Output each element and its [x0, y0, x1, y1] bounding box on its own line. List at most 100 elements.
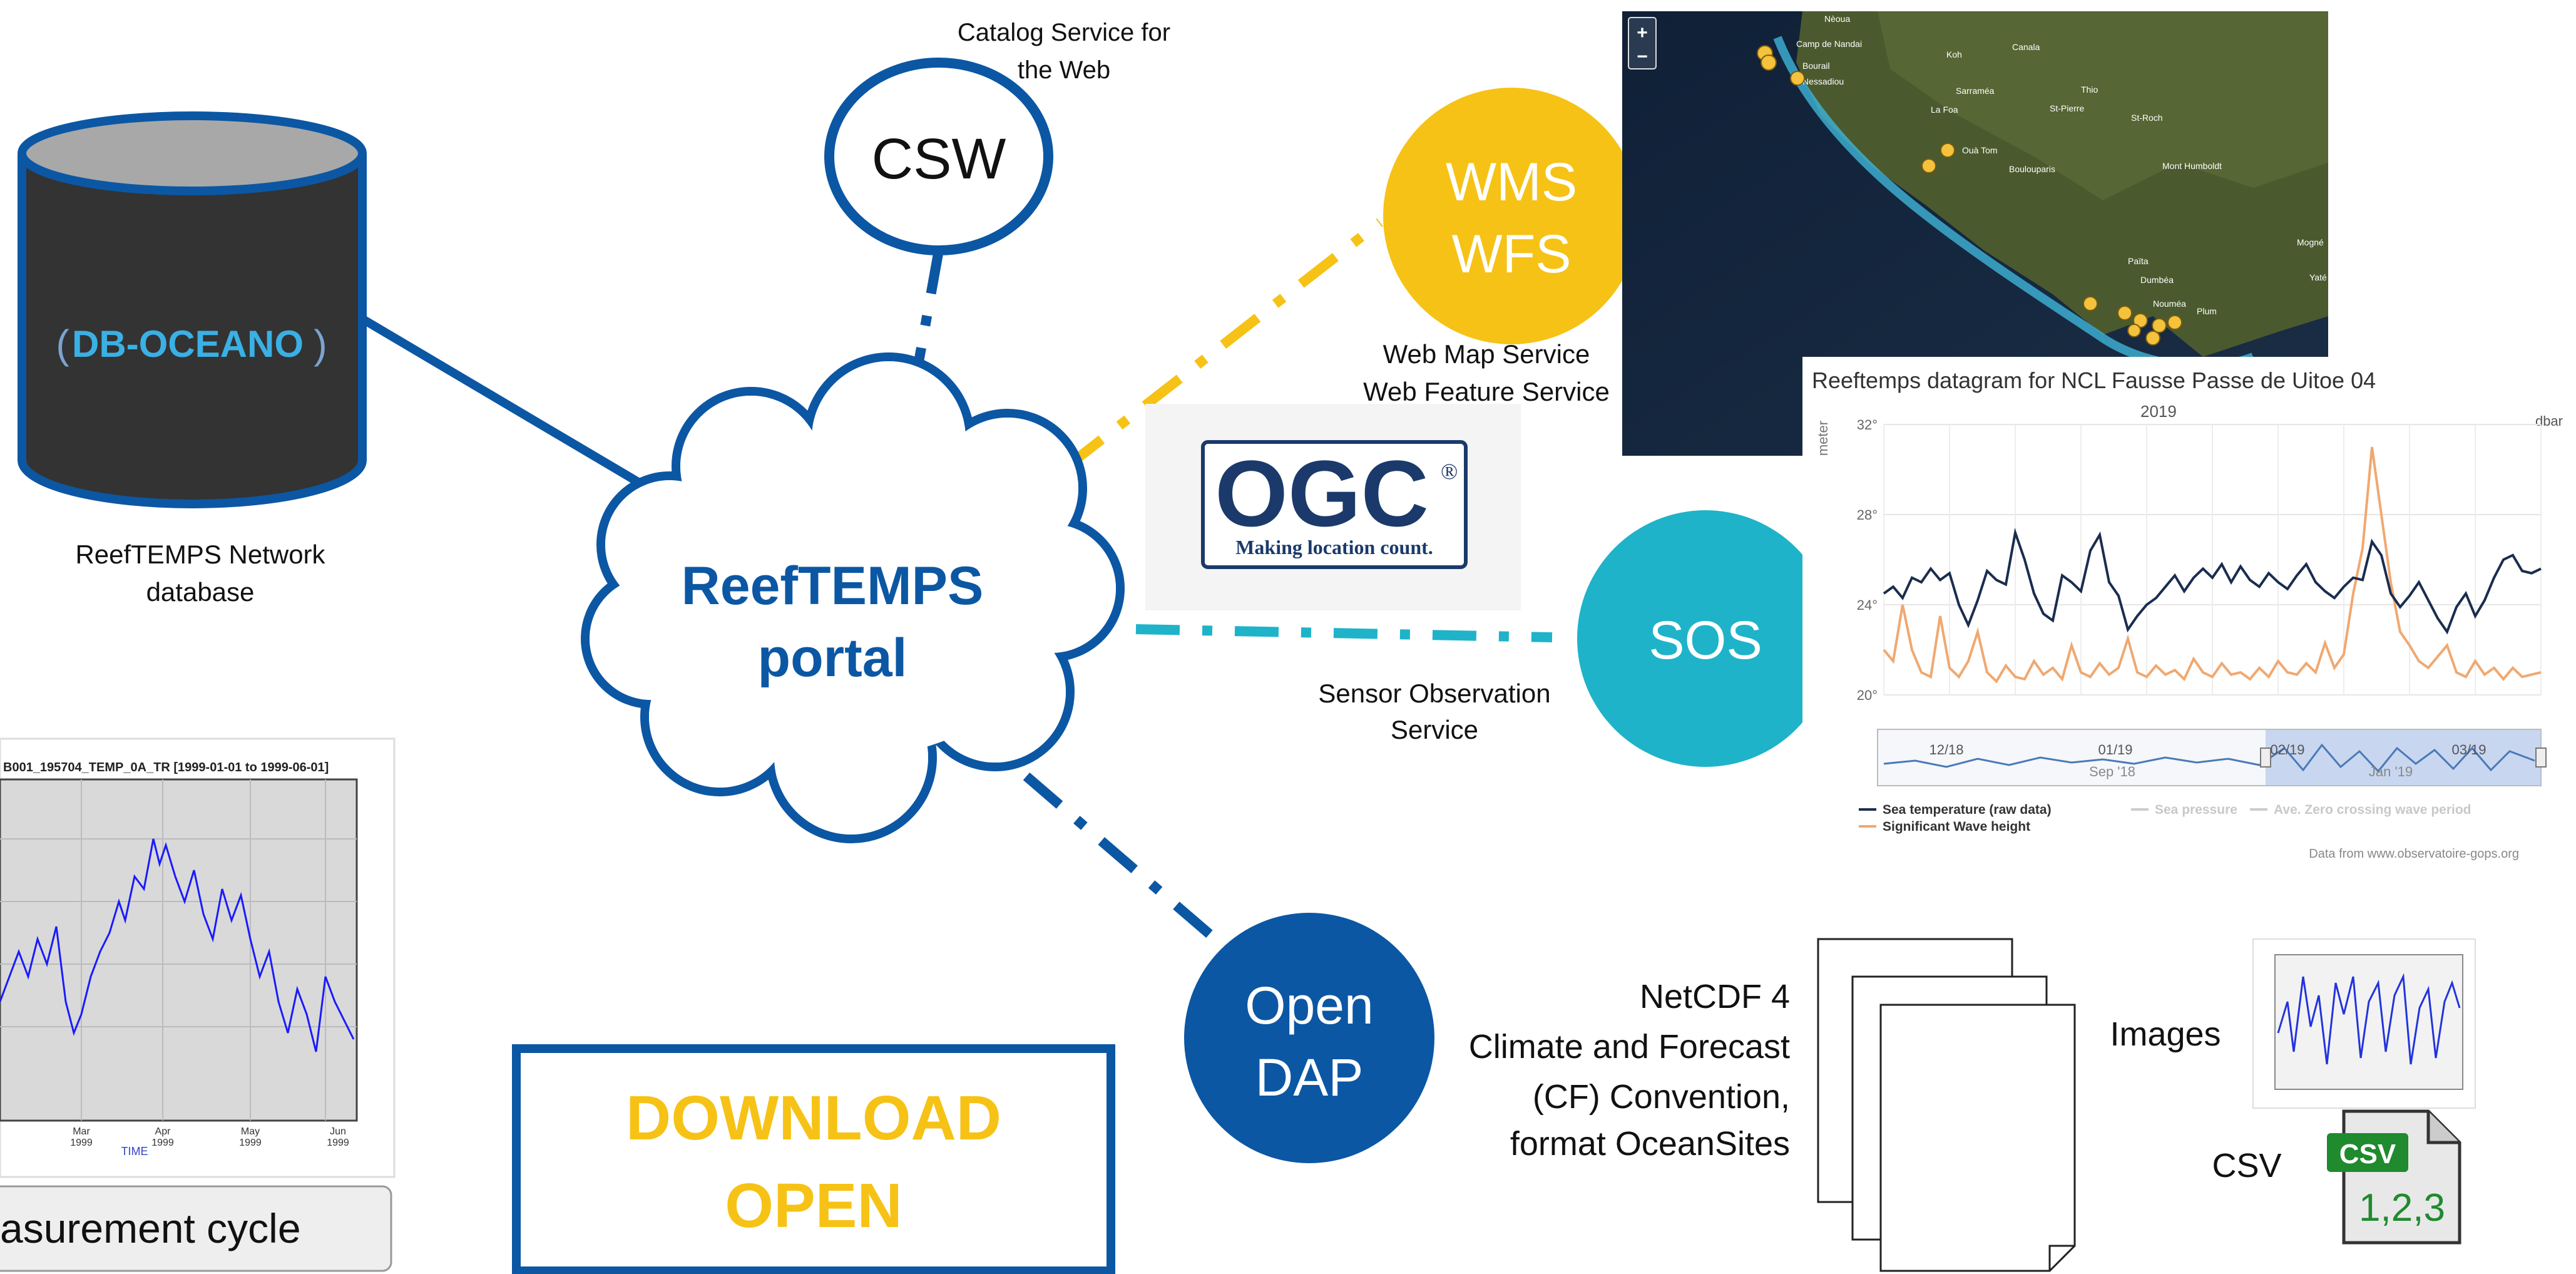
wms-wfs-node — [1383, 88, 1640, 344]
navigator-label-2: 01/19 — [2098, 742, 2132, 758]
sos-node — [1577, 510, 1834, 767]
opendap-label-line1: Open — [1245, 976, 1374, 1035]
chart-navigator: 12/18 01/19 02/19 Sep '18 Jan '19 03/19 — [1877, 729, 2547, 786]
chart-y-ticks: 32°28°24°20° — [1857, 417, 1878, 703]
map-place-label: Mogné — [2297, 237, 2324, 247]
csw-description-line2: the Web — [1018, 56, 1110, 84]
chart-title: Reeftemps datagram for NCL Fausse Passe … — [1812, 367, 2376, 393]
images-thumbnail-chart — [2252, 938, 2476, 1109]
map-place-label: Plum — [2197, 306, 2217, 316]
db-caption-line1: ReefTEMPS Network — [75, 540, 325, 569]
csw-node — [824, 58, 1053, 255]
map-place-label: St-Pierre — [2050, 103, 2084, 113]
measurement-cycle-button[interactable] — [0, 1185, 392, 1272]
navigator-label-5: Jan '19 — [2369, 764, 2413, 779]
chart-legend-item[interactable]: Ave. Zero crossing wave period — [2274, 803, 2471, 817]
csw-description-line1: Catalog Service for — [958, 19, 1170, 46]
db-logo-bracket-right: ) — [314, 322, 327, 367]
ogc-logo: OGC ® Making location count. — [1145, 404, 1521, 610]
chart-source: Data from www.observatoire-gops.org — [2309, 847, 2519, 861]
chart-y-tick-label: 20° — [1857, 687, 1878, 703]
opendap-node — [1184, 913, 1434, 1163]
map-place-label: Ouà Tom — [1962, 145, 1998, 155]
chart-grid — [1883, 424, 2542, 696]
map-place-label: Sarraméa — [1956, 86, 1995, 96]
measurement-plot-series — [0, 838, 355, 1052]
map-zoom-control — [1628, 17, 1657, 69]
ogc-logo-text: OGC — [1215, 441, 1429, 546]
map-zoom-out[interactable]: − — [1637, 46, 1648, 67]
sos-label: SOS — [1648, 610, 1762, 670]
map-place-label: Nessadiou — [1802, 76, 1844, 86]
csv-file-icon: CSV 1,2,3 — [2327, 1109, 2461, 1245]
chart-series — [1883, 446, 2542, 684]
images-label: Images — [2110, 1015, 2221, 1053]
chart-series-line — [1883, 446, 2542, 684]
map-place-label: Boulouparis — [2009, 164, 2055, 174]
navigator-handle-right[interactable] — [2535, 747, 2547, 768]
netcdf-documents-icon — [1817, 938, 2076, 1272]
opendap-description-line1: NetCDF 4 — [1640, 978, 1790, 1015]
measurement-plot: B001_195704_TEMP_0A_TR [1999-01-01 to 19… — [0, 737, 396, 1272]
chart-y-tick-label: 28° — [1857, 507, 1878, 523]
db-connector — [360, 315, 657, 496]
chart-legend-item[interactable]: Sea pressure — [2155, 803, 2237, 817]
map-station-markers — [1757, 45, 2182, 346]
map-place-label: Bourail — [1802, 61, 1830, 71]
database-cylinder: DB-OCEANO ( ) — [18, 111, 367, 508]
sos-connector — [1135, 624, 1553, 642]
wfs-label: WFS — [1451, 224, 1571, 284]
map-place-label: Nouméa — [2153, 299, 2186, 309]
db-logo: DB-OCEANO — [72, 323, 304, 365]
datagram-chart: Reeftemps datagram for NCL Fausse Passe … — [1802, 357, 2576, 870]
portal-label-line1: ReefTEMPS — [682, 556, 984, 616]
chart-y-tick-label: 32° — [1857, 417, 1878, 433]
navigator-label-6: 03/19 — [2451, 742, 2486, 758]
chart-legend-item[interactable]: Significant Wave height — [1883, 819, 2030, 834]
measurement-cycle-label: asurement cycle — [0, 1205, 301, 1251]
chart-ylabel: meter — [1815, 421, 1831, 456]
map-zoom-in[interactable]: + — [1637, 23, 1648, 43]
svg-text:Jun: Jun — [330, 1126, 346, 1137]
opendap-description-line4: format OceanSites — [1510, 1125, 1790, 1163]
ogc-tagline: Making location count. — [1235, 536, 1433, 558]
download-box[interactable] — [512, 1044, 1115, 1274]
connectors — [360, 218, 1553, 956]
sos-description-line2: Service — [1391, 715, 1478, 744]
wms-description-line2: Web Feature Service — [1363, 377, 1610, 406]
chart-legend: Sea temperature (raw data) Sea pressure Av… — [1859, 803, 2471, 834]
db-caption-line2: database — [146, 577, 255, 607]
opendap-description-line2: Climate and Forecast — [1469, 1028, 1790, 1066]
navigator-label-4: Sep '18 — [2089, 764, 2135, 779]
navigator-label-1: 12/18 — [1929, 742, 1963, 758]
chart-series-line — [1883, 527, 2542, 635]
download-label-line2: OPEN — [725, 1171, 902, 1241]
csv-icon-badge: CSV — [2339, 1139, 2396, 1169]
navigator-label-3: 02/19 — [2270, 742, 2304, 758]
download-label-line1: DOWNLOAD — [626, 1083, 1001, 1153]
measurement-plot-xlabel: TIME — [121, 1145, 148, 1158]
chart-legend-item[interactable]: Sea temperature (raw data) — [1883, 803, 2052, 817]
csw-label: CSW — [872, 127, 1006, 191]
map-place-label: Yaté — [2309, 272, 2327, 282]
map-place-label: Canala — [2012, 42, 2040, 52]
map-place-label: Mont Humboldt — [2162, 161, 2222, 171]
portal-label-line2: portal — [758, 628, 907, 688]
chart-y-right-label: dbar — [2535, 413, 2563, 429]
map-place-label: Camp de Nandai — [1796, 39, 1862, 49]
svg-text:1999: 1999 — [327, 1138, 349, 1148]
map-place-label: Thio — [2081, 85, 2098, 95]
navigator-handle-left[interactable] — [2260, 747, 2271, 768]
ogc-registered-mark: ® — [1441, 459, 1458, 484]
map-place-label: Dumbéa — [2140, 275, 2174, 285]
opendap-description-line3: (CF) Convention, — [1533, 1078, 1790, 1116]
map-place-label: St-Roch — [2131, 113, 2163, 123]
svg-text:Mar: Mar — [73, 1126, 90, 1137]
sos-description-line1: Sensor Observation — [1318, 679, 1550, 708]
chart-subtitle: 2019 — [2140, 402, 2177, 421]
map-place-label: Koh — [1946, 49, 1962, 59]
svg-text:1999: 1999 — [239, 1138, 262, 1148]
svg-text:May: May — [241, 1126, 260, 1137]
